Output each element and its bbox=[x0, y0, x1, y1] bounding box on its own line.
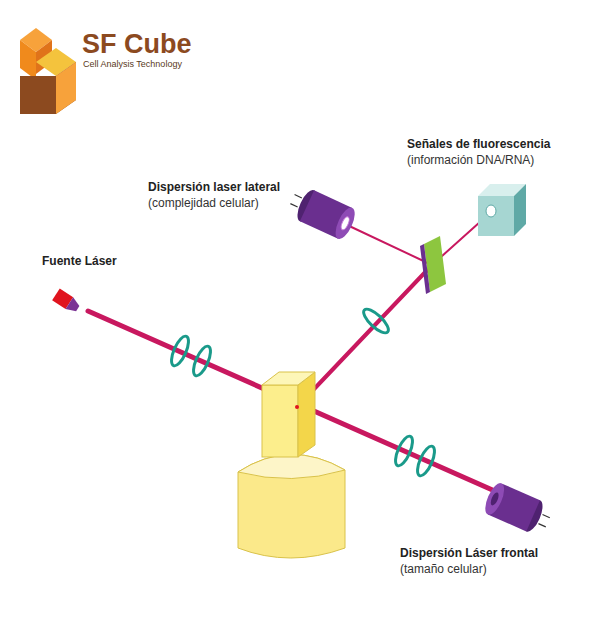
part-name-holder: Fuente Láser bbox=[42, 254, 117, 268]
dichroic-mirror bbox=[420, 236, 446, 294]
part-name: Señales de fluorescencia bbox=[407, 137, 550, 151]
lens bbox=[168, 306, 438, 478]
fluorescence-detector bbox=[478, 184, 526, 236]
part-name: Dispersión Láser frontal bbox=[400, 546, 538, 560]
logo-cube bbox=[20, 28, 76, 114]
part-note-holder: (información DNA/RNA) bbox=[407, 153, 534, 167]
logo-subtitle: Cell Analysis Technology bbox=[83, 59, 182, 70]
flow-cell bbox=[238, 372, 345, 558]
part-name-holder: Señales de fluorescencia bbox=[407, 137, 550, 151]
part-note: (complejidad celular) bbox=[148, 196, 259, 210]
side-scatter-detector bbox=[285, 184, 358, 242]
logo-title: SF Cube bbox=[82, 28, 192, 60]
part-name-holder: Dispersión laser lateral bbox=[148, 180, 280, 194]
logo-title-holder: SF Cube bbox=[82, 28, 192, 60]
part-note-holder: (tamaño celular) bbox=[400, 562, 487, 576]
part-note: (tamaño celular) bbox=[400, 562, 487, 576]
part-note: (información DNA/RNA) bbox=[407, 153, 534, 167]
part-note-holder: (complejidad celular) bbox=[148, 196, 259, 210]
cell-point bbox=[295, 405, 299, 409]
logo-subtitle-holder: Cell Analysis Technology bbox=[83, 59, 182, 70]
laser-source bbox=[52, 289, 81, 315]
part-name: Dispersión laser lateral bbox=[148, 180, 280, 194]
part-name: Fuente Láser bbox=[42, 254, 117, 268]
laser-beam bbox=[88, 213, 497, 492]
part-name-holder: Dispersión Láser frontal bbox=[400, 546, 538, 560]
forward-scatter-detector bbox=[481, 481, 554, 538]
